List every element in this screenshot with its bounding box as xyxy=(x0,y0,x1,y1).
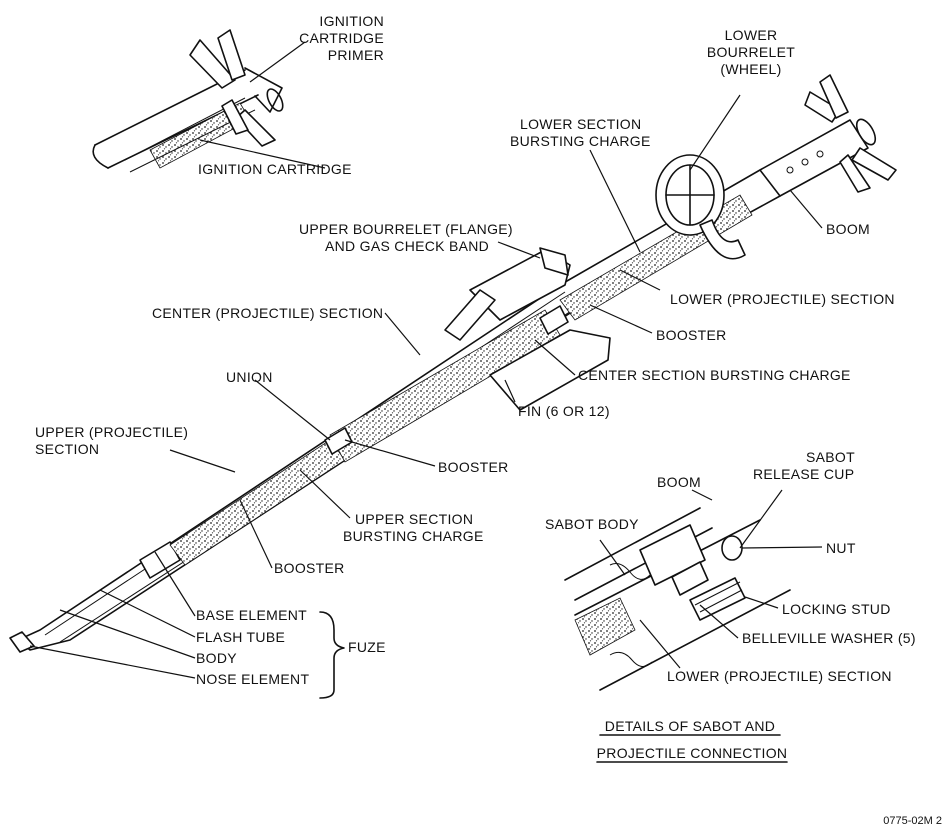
label-lower-projectile-section: LOWER (PROJECTILE) SECTION xyxy=(670,291,895,307)
label-ignition-cartridge-primer-line1: IGNITION xyxy=(319,13,384,29)
label-fuze: FUZE xyxy=(348,639,386,655)
figure-code: 0775-02M 2 xyxy=(883,815,942,827)
label-upper-section-bursting-charge-line1: UPPER SECTION xyxy=(355,511,473,527)
label-upper-projectile-section-line2: SECTION xyxy=(35,441,99,457)
label-lower-bourrelet-line2: BOURRELET xyxy=(707,44,795,60)
label-body: BODY xyxy=(196,650,237,666)
label-locking-stud: LOCKING STUD xyxy=(782,601,891,617)
label-union: UNION xyxy=(226,369,273,385)
label-ignition-cartridge-primer-line2: CARTRIDGE xyxy=(299,30,384,46)
label-lower-bourrelet-line3: (WHEEL) xyxy=(720,61,781,77)
label-lower-section-bursting-charge-line1: LOWER SECTION xyxy=(520,116,641,132)
sabot-detail-inset xyxy=(564,507,791,691)
label-booster-upper: BOOSTER xyxy=(274,560,345,576)
label-lower-bourrelet-line1: LOWER xyxy=(725,27,778,43)
label-fin: FIN (6 OR 12) xyxy=(518,403,610,419)
label-detail-boom: BOOM xyxy=(657,474,701,490)
label-detail-lower-projectile-section: LOWER (PROJECTILE) SECTION xyxy=(667,668,892,684)
label-lower-section-bursting-charge-line2: BURSTING CHARGE xyxy=(510,133,651,149)
label-upper-projectile-section-line1: UPPER (PROJECTILE) xyxy=(35,424,188,440)
label-booster-lower: BOOSTER xyxy=(656,327,727,343)
label-boom: BOOM xyxy=(826,221,870,237)
label-center-section-bursting-charge: CENTER SECTION BURSTING CHARGE xyxy=(578,367,851,383)
label-sabot-release-cup-line2: RELEASE CUP xyxy=(753,466,854,482)
label-nose-element: NOSE ELEMENT xyxy=(196,671,309,687)
label-booster-center: BOOSTER xyxy=(438,459,509,475)
label-sabot-body: SABOT BODY xyxy=(545,516,639,532)
label-base-element: BASE ELEMENT xyxy=(196,607,307,623)
label-belleville-washer: BELLEVILLE WASHER (5) xyxy=(742,630,916,646)
label-ignition-cartridge-primer-line3: PRIMER xyxy=(328,47,384,63)
label-ignition-cartridge: IGNITION CARTRIDGE xyxy=(198,161,352,177)
label-upper-bourrelet-line2: AND GAS CHECK BAND xyxy=(325,238,489,254)
ignition-cartridge-inset xyxy=(92,29,284,173)
label-sabot-release-cup-line1: SABOT xyxy=(806,449,855,465)
leader-lines xyxy=(29,41,823,763)
detail-title-line2: PROJECTILE CONNECTION xyxy=(597,745,788,761)
label-upper-bourrelet-line1: UPPER BOURRELET (FLANGE) xyxy=(299,221,513,237)
detail-title-line1: DETAILS OF SABOT AND xyxy=(605,718,775,734)
label-center-projectile-section: CENTER (PROJECTILE) SECTION xyxy=(152,305,383,321)
label-flash-tube: FLASH TUBE xyxy=(196,629,285,645)
labels: IGNITION CARTRIDGE PRIMER IGNITION CARTR… xyxy=(35,13,942,827)
label-upper-section-bursting-charge-line2: BURSTING CHARGE xyxy=(343,528,484,544)
projectile-assembly xyxy=(9,74,897,653)
label-nut: NUT xyxy=(826,540,856,556)
